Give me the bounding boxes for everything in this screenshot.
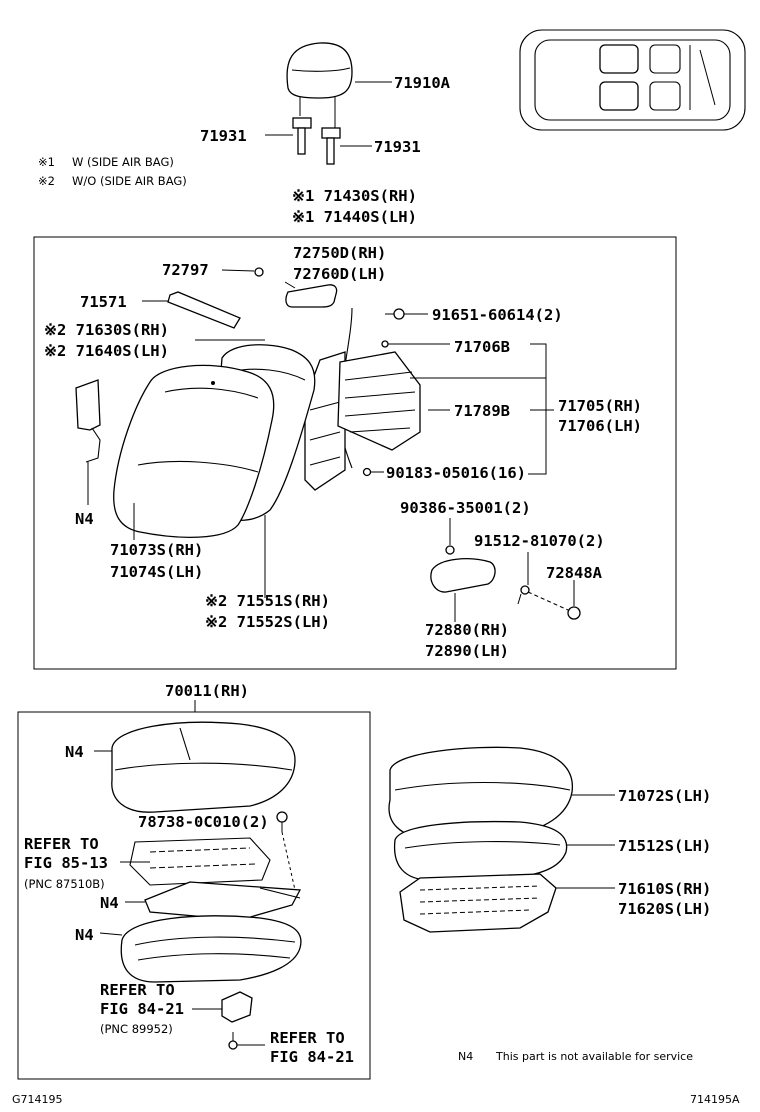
refer2-line1: REFER TO [100,981,175,999]
heater-plate [144,881,302,921]
label-back-assy-lh: ※1 71440S(LH) [292,208,417,226]
refer1-line3: (PNC 87510B) [24,877,105,891]
label-clip-78738: 78738-0C010(2) [138,813,269,831]
cushion-cover-rh [111,721,296,813]
clip-72797 [254,267,264,277]
cushion-pad-lh [393,820,568,881]
spring-hook-71706b [381,340,389,348]
headrest-illustration [286,42,353,128]
seat-cushion-assembly-box [17,711,371,1080]
label-bolt-91651: 91651-60614(2) [432,306,563,324]
clip-90183 [362,467,372,477]
label-armrest-rh: 72880(RH) [425,621,509,639]
label-cushion-pad-lh: 71512S(LH) [618,837,711,855]
footer-right-code: 714195A [690,1093,740,1106]
label-frame-lh: ※2 71640S(LH) [44,342,169,360]
label-n4-cushion-bottom: N4 [75,926,94,944]
label-clip-72797: 72797 [162,261,209,279]
label-pad-71571: 71571 [80,293,127,311]
label-spring-set-rh: 71705(RH) [558,397,642,415]
seat-back-spring-assembly [337,351,421,451]
label-screw-90386: 90386-35001(2) [400,499,531,517]
label-support-left: 71931 [200,127,247,145]
label-airbag-rh: 72750D(RH) [293,244,386,262]
note-1-mark: ※1 [38,155,55,169]
seat-back-cover [113,364,275,538]
label-knob-72848a: 72848A [546,564,603,582]
label-n4-heater: N4 [100,894,119,912]
note-2-text: W/O (SIDE AIR BAG) [72,174,187,188]
clip-78738 [276,811,288,832]
label-n4-cushion-top: N4 [65,743,84,761]
label-back-cover-lh: 71074S(LH) [110,563,203,581]
seat-heater-mat [129,837,271,886]
knob-72848a [567,606,581,620]
note-1-text: W (SIDE AIR BAG) [72,155,174,169]
bolt-91651 [385,308,405,320]
label-spring-71706b: 71706B [454,338,510,356]
refer2-line2: FIG 84-21 [100,1000,184,1018]
label-back-pad-rh: ※2 71551S(RH) [205,592,330,610]
label-frame-rh: ※2 71630S(RH) [44,321,169,339]
label-cushion-assy-rh: 70011(RH) [165,682,249,700]
headrest-support-right [321,127,341,165]
pad-71571 [167,291,241,329]
legend-code: N4 [458,1050,473,1063]
cushion-frame-lh [399,873,557,933]
bolt-refer3 [228,1032,238,1050]
label-armrest-lh: 72890(LH) [425,642,509,660]
label-spring-71789b: 71789B [454,402,510,420]
label-cushion-cover-lh: 71072S(LH) [618,787,711,805]
note-2-mark: ※2 [38,174,55,188]
label-clip-90183: 90183-05016(16) [386,464,526,482]
refer3-line2: FIG 84-21 [270,1048,354,1066]
side-airbag-illustration [285,284,338,308]
seat-back-assembly-box [33,236,677,670]
refer1-line1: REFER TO [24,835,99,853]
label-back-pad-lh: ※2 71552S(LH) [205,613,330,631]
screw-90386 [445,545,455,555]
cushion-pad-rh [120,915,302,983]
footer-left-code: G714195 [12,1093,63,1106]
label-cushion-frame-lh: 71620S(LH) [618,900,711,918]
label-support-right: 71931 [374,138,421,156]
label-back-assy-rh: ※1 71430S(RH) [292,187,417,205]
switch-part [221,991,253,1023]
label-airbag-lh: 72760D(LH) [293,265,386,283]
label-screw-91512: 91512-81070(2) [474,532,605,550]
label-headrest: 71910A [394,74,451,92]
refer1-line2: FIG 85-13 [24,854,108,872]
headrest-support-left [292,117,312,155]
refer3-line1: REFER TO [270,1029,345,1047]
footnotes: ※1 W (SIDE AIR BAG) ※2 W/O (SIDE AIR BAG… [38,155,187,188]
legend-text: This part is not available for service [495,1050,693,1063]
label-cushion-frame-rh: 71610S(RH) [618,880,711,898]
screw-91512 [517,585,530,605]
refer2-line3: (PNC 89952) [100,1022,173,1036]
side-bolster-part [75,379,101,463]
armrest [430,558,496,593]
label-spring-set-lh: 71706(LH) [558,417,642,435]
label-back-cover-rh: 71073S(RH) [110,541,203,559]
label-n4-back: N4 [75,510,94,528]
vehicle-location-inset [519,29,746,131]
